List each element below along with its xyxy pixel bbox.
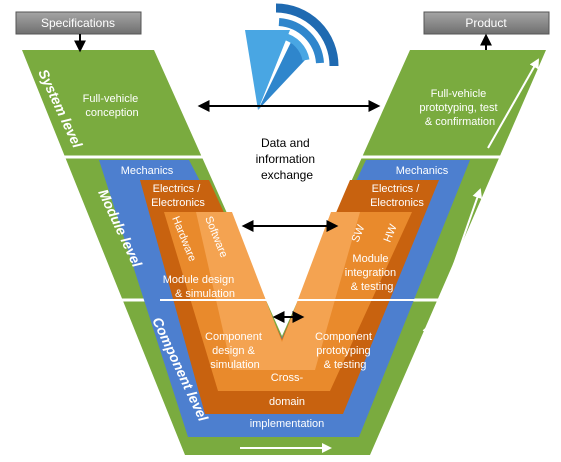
right-flow-arrow-upper <box>487 58 539 149</box>
specifications-box <box>15 11 142 35</box>
full-vehicle-conception: Full-vehicle conception <box>83 93 142 119</box>
full-vehicle-prototyping: Full-vehicle prototyping, test & confirm… <box>419 88 500 128</box>
right-flow-arrow-lower <box>383 323 432 441</box>
cross-label: Cross- <box>271 372 304 384</box>
product-label: Product <box>465 16 507 30</box>
software-layer <box>196 212 360 370</box>
electrics-left: Electrics / Electronics <box>151 183 205 209</box>
component-design-text: Component design & simulation <box>205 331 265 371</box>
module-design-text: Module design & simulation <box>163 274 238 300</box>
domain-label: domain <box>269 396 305 408</box>
green-layer <box>22 50 546 455</box>
component-prototyping-text: Component prototyping & testing <box>315 331 375 371</box>
right-flow-arrow-mid <box>444 188 483 291</box>
electrics-right: Electrics / Electronics <box>370 183 424 209</box>
implementation-label: implementation <box>250 418 325 430</box>
specifications-label: Specifications <box>41 16 115 30</box>
data-exchange-text: Data and information exchange <box>256 136 319 182</box>
module-integration-text: Module integration & testing <box>345 253 399 293</box>
mechanics-right: Mechanics <box>396 165 449 177</box>
logo-icon <box>245 3 339 110</box>
mechanics-left: Mechanics <box>121 165 174 177</box>
